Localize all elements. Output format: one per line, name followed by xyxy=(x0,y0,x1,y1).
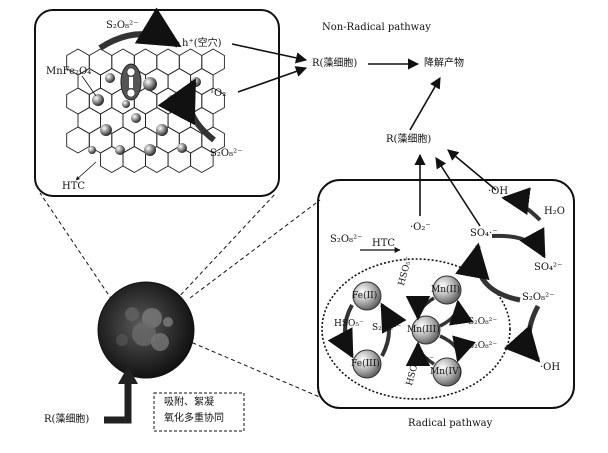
s2o8-rad-right-label: S₂O₈²⁻ xyxy=(522,292,555,303)
lattice-hexagon xyxy=(88,48,113,76)
mnfe2o4-label: MnFe₂O₄ xyxy=(46,66,92,77)
singlet-oxygen-to-r-arrow xyxy=(237,66,308,93)
fe3-label: Fe(III) xyxy=(351,359,380,369)
radical-pathway-label: Radical pathway xyxy=(408,418,493,429)
h2o-to-oh-arrow xyxy=(501,187,542,222)
non-radical-pathway-label: Non-Radical pathway xyxy=(322,22,431,33)
hydroxyl-to-r-arrow xyxy=(447,149,497,191)
s2o8-to-oh-arrow xyxy=(503,304,541,363)
singlet-oxygen-curve-arrow xyxy=(157,78,216,143)
s2o8-top-label: S₂O₈²⁻ xyxy=(106,20,139,31)
superoxide-label: ·O₂⁻ xyxy=(410,222,431,233)
htc-rad-label: HTC xyxy=(372,238,396,249)
catalyst-particle xyxy=(177,143,187,153)
lattice-hexagon xyxy=(156,48,180,76)
fe-cycle-left-arrow xyxy=(327,304,354,359)
s2o8-mn-2-label: S₂O₈²⁻ xyxy=(468,341,498,351)
dash-to-radical-top xyxy=(189,199,321,299)
r-to-sem-thick-arrow xyxy=(104,378,132,424)
lattice-hexagon xyxy=(190,145,214,174)
catalyst-particle xyxy=(131,113,141,123)
r-algae-bottom-label: R(藻细胞) xyxy=(44,414,90,425)
mn4-label: Mn(IV) xyxy=(430,367,463,377)
catalyst-particle xyxy=(144,144,156,156)
lattice-hexagon xyxy=(122,145,146,174)
mn2-sphere xyxy=(432,275,462,305)
hydroxyl-bottom-label: ·OH xyxy=(540,362,561,373)
catalyst-particle xyxy=(92,94,104,106)
mn2-label: Mn(II) xyxy=(431,285,461,295)
lattice-hexagon xyxy=(167,106,192,135)
mn3-to-mn2-arrow xyxy=(439,299,474,328)
r-algae-top-label: R(藻细胞) xyxy=(312,58,358,69)
electron-mn-bottom-label: e⁻ xyxy=(424,355,435,365)
lattice-hexagon xyxy=(178,48,203,76)
catalyst-particle xyxy=(115,145,125,155)
fe-cycle-right-arrow xyxy=(380,302,407,357)
s2o8-cycle-left-label: S₂O₈²⁻ xyxy=(372,323,402,333)
lattice-hexagon xyxy=(167,67,192,96)
sulfate-radical-to-r-arrow xyxy=(435,157,481,227)
catalyst-particle xyxy=(105,73,115,83)
radical-inset-box xyxy=(317,179,575,409)
catalyst-particle xyxy=(100,124,112,136)
hso5-left-label: HSO₅⁻ xyxy=(334,319,364,329)
electron-mn-top-label: e⁻ xyxy=(424,297,435,307)
dash-to-inset-left xyxy=(39,192,113,301)
mn4-sphere xyxy=(432,357,462,387)
hole-to-r-arrow xyxy=(231,43,308,64)
electron-hole-pair xyxy=(120,63,142,101)
electron-fe-label: e⁻ xyxy=(340,341,351,351)
s2o8-to-hole-curve-arrow xyxy=(98,7,182,51)
htc-top-label: HTC xyxy=(62,181,86,192)
mn4-to-mn3-arrow xyxy=(405,341,435,367)
catalyst-particles xyxy=(88,73,201,156)
fe2-label: Fe(II) xyxy=(352,291,378,301)
s2o8-inset-right-label: S₂O₈²⁻ xyxy=(210,148,243,159)
sem-image-circle xyxy=(97,281,195,379)
sulfate-radical-to-ion-arrow xyxy=(491,227,546,259)
s2o8-to-sulfate-arrow xyxy=(455,242,521,303)
catalyst-particle xyxy=(88,146,96,154)
dash-to-radical-bottom xyxy=(185,339,323,399)
mechanism-box xyxy=(153,392,245,432)
lattice-hexagon xyxy=(201,48,225,76)
sulfate-ion-label: SO₄²⁻ xyxy=(534,262,563,273)
mn3-to-mn4-arrow xyxy=(439,334,476,363)
catalyst-particle xyxy=(167,95,177,105)
fe3-sphere xyxy=(352,349,382,379)
r-mid-to-products-arrow xyxy=(409,77,441,131)
mechanism-line2-label: 氧化多重协同 xyxy=(164,413,224,424)
fe2-sphere xyxy=(352,281,382,311)
lattice-hexagon xyxy=(77,106,101,135)
lattice-hexagon xyxy=(66,126,90,154)
catalyst-particle xyxy=(122,100,130,108)
mnfe2o4-pointer-line xyxy=(81,75,97,97)
dash-to-inset-right xyxy=(175,192,277,301)
hole-label: h⁺(空穴) xyxy=(182,38,222,49)
mn2-to-mn3-arrow xyxy=(405,295,435,321)
mn3-label: Mn(III) xyxy=(407,325,440,335)
degradation-products-label: 降解产物 xyxy=(424,58,464,69)
catalyst-particle xyxy=(143,77,157,91)
htc-pointer-arrow xyxy=(75,161,97,181)
electron-symbol-top: e xyxy=(128,68,133,76)
hydroxyl-top-label: ·OH xyxy=(488,186,509,197)
s2o8-mn-1-label: S₂O₈²⁻ xyxy=(468,317,498,327)
r-algae-mid-label: R(藻细胞) xyxy=(386,134,432,145)
lattice-hexagon xyxy=(66,87,90,115)
catalyst-particle xyxy=(156,124,168,136)
mechanism-line1-label: 吸附、絮凝 xyxy=(164,397,214,408)
sulfate-radical-label: SO₄·⁻ xyxy=(470,228,498,239)
s2o8-rad-left-label: S₂O₈²⁻ xyxy=(330,234,363,245)
singlet-oxygen-label: ¹O₂ xyxy=(210,88,227,99)
water-label: H₂O xyxy=(544,206,565,217)
